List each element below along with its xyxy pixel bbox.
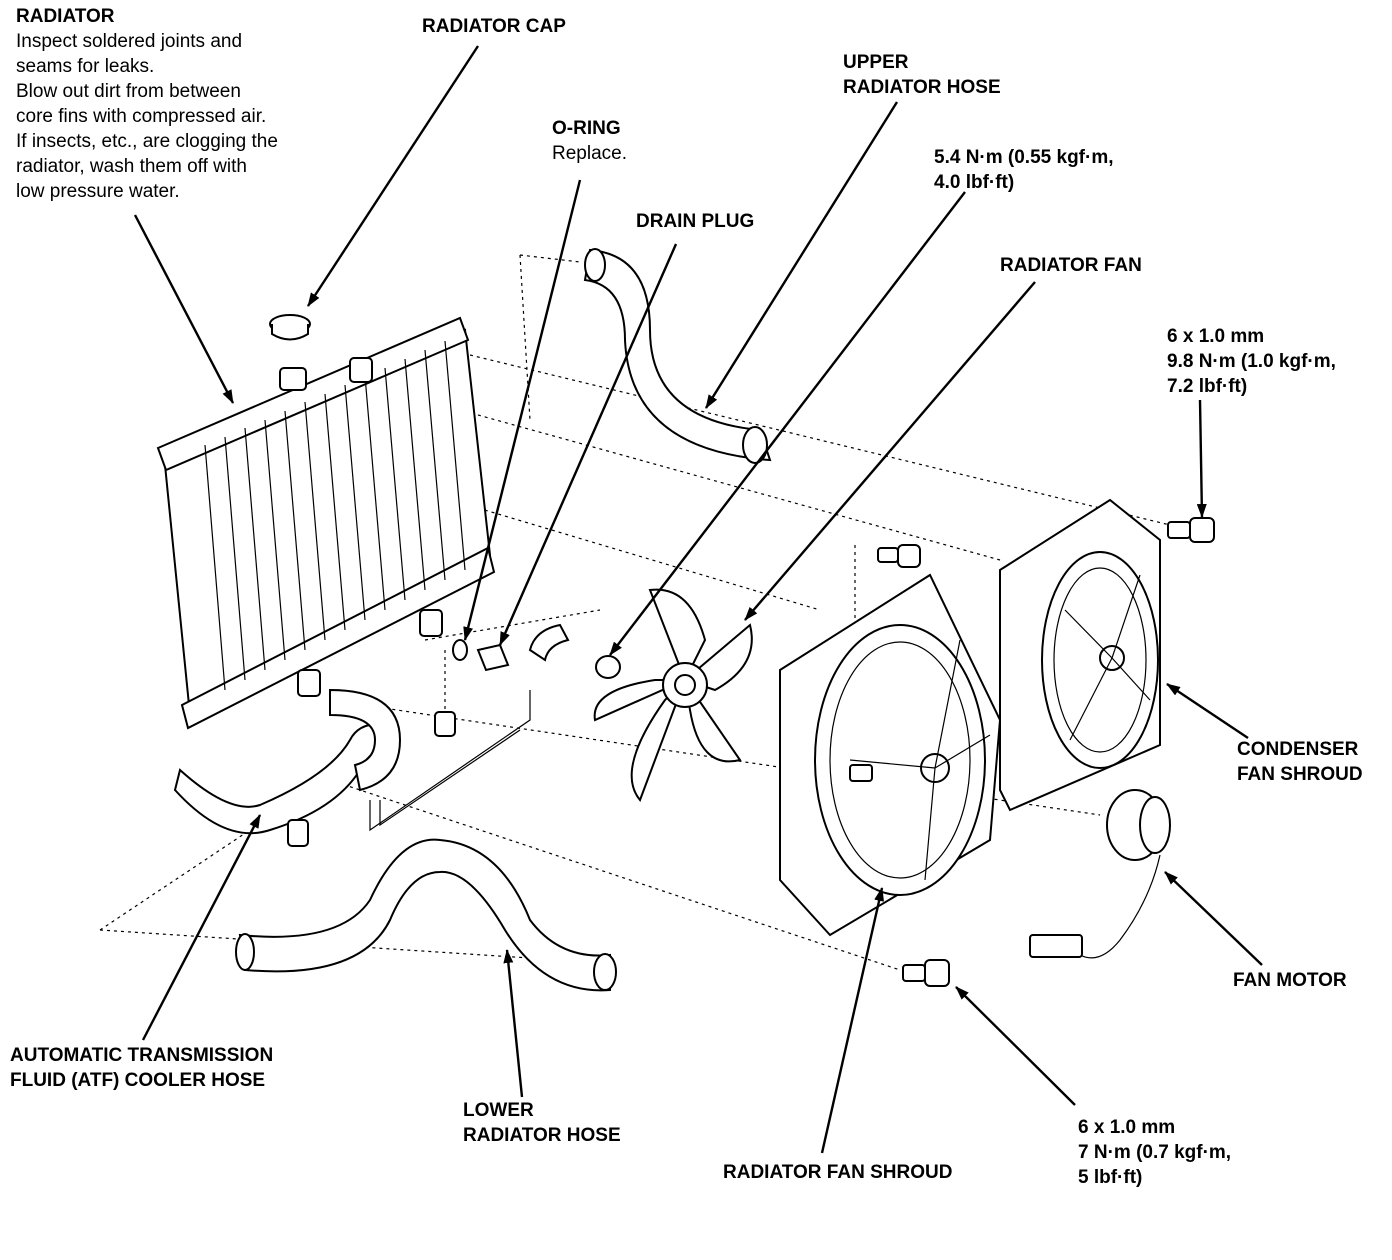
label-upper-hose: UPPER RADIATOR HOSE [843,50,1001,100]
drain-plug [476,643,510,672]
radiator-note-4: core fins with compressed air. [16,106,267,127]
o-ring-note: Replace. [552,143,627,164]
condenser-shroud-line-2: FAN SHROUD [1237,764,1363,785]
radiator [156,316,496,730]
torque-top-line-1: 5.4 N·m (0.55 kgf·m, [934,147,1114,168]
condenser-shroud-line-1: CONDENSER [1237,739,1359,760]
o-ring-title: O-RING [552,118,621,139]
label-condenser-shroud: CONDENSER FAN SHROUD [1237,737,1363,787]
upper-hose-line-2: RADIATOR HOSE [843,77,1001,98]
lower-radiator-hose [235,838,617,992]
drain-plug-text: DRAIN PLUG [636,211,755,232]
radiator-note-5: If insects, etc., are clogging the [16,131,278,152]
atf-cooler-hose [173,688,531,847]
bolt-bottom-line-2: 7 N·m (0.7 kgf·m, [1078,1142,1232,1163]
lower-hose-line-2: RADIATOR HOSE [463,1125,621,1146]
label-o-ring: O-RING Replace. [552,116,627,166]
bolt-top-line-2: 9.8 N·m (1.0 kgf·m, [1167,351,1336,372]
bolt-bottom-line-1: 6 x 1.0 mm [1078,1117,1176,1138]
bolt-shroud-mid [849,764,873,782]
label-atf-hose: AUTOMATIC TRANSMISSION FLUID (ATF) COOLE… [10,1043,273,1093]
upper-radiator-hose [583,248,772,464]
upper-hose-line-1: UPPER [843,52,909,73]
label-fan-motor: FAN MOTOR [1233,968,1347,993]
radiator-note-6: radiator, wash them off with [16,156,247,177]
fan-shroud-text: RADIATOR FAN SHROUD [723,1162,953,1183]
fan-motor [1029,789,1171,959]
label-fan-shroud: RADIATOR FAN SHROUD [723,1160,952,1185]
bolt-top-line-3: 7.2 lbf·ft) [1167,376,1248,397]
label-radiator-fan: RADIATOR FAN [1000,253,1142,278]
label-radiator-cap: RADIATOR CAP [422,14,566,39]
radiator-cap [269,314,311,341]
lower-hose-line-1: LOWER [463,1100,534,1121]
condenser-fan-shroud [999,498,1161,812]
o-ring [452,639,468,661]
label-radiator: RADIATOR Inspect soldered joints and sea… [16,4,278,204]
fan-motor-text: FAN MOTOR [1233,970,1347,991]
leader-lines [133,45,1263,1154]
radiator-note-2: seams for leaks. [16,56,155,77]
label-bolt-top: 6 x 1.0 mm 9.8 N·m (1.0 kgf·m, 7.2 lbf·f… [1167,324,1336,399]
bolt-lower [902,959,950,987]
radiator-fan [593,588,753,802]
radiator-title: RADIATOR [16,6,115,27]
atf-hose-line-1: AUTOMATIC TRANSMISSION [10,1045,274,1066]
atf-hose-line-2: FLUID (ATF) COOLER HOSE [10,1070,266,1091]
label-lower-hose: LOWER RADIATOR HOSE [463,1098,621,1148]
label-drain-plug: DRAIN PLUG [636,209,754,234]
bolt-upper-right [1167,517,1215,543]
pipe-fitting [528,623,570,662]
radiator-note-1: Inspect soldered joints and [16,31,243,52]
bolt-top-line-1: 6 x 1.0 mm [1167,326,1265,347]
label-bolt-bottom: 6 x 1.0 mm 7 N·m (0.7 kgf·m, 5 lbf·ft) [1078,1115,1231,1190]
torque-top-line-2: 4.0 lbf·ft) [934,172,1015,193]
radiator-note-7: low pressure water. [16,181,180,202]
radiator-fan-text: RADIATOR FAN [1000,255,1142,276]
radiator-note-3: Blow out dirt from between [16,81,241,102]
bolt-bottom-line-3: 5 lbf·ft) [1078,1167,1143,1188]
bolt-shroud-top [877,544,921,568]
radiator-fan-shroud [779,573,1002,937]
radiator-cap-text: RADIATOR CAP [422,16,566,37]
nut [595,655,621,679]
label-torque-top: 5.4 N·m (0.55 kgf·m, 4.0 lbf·ft) [934,145,1114,195]
